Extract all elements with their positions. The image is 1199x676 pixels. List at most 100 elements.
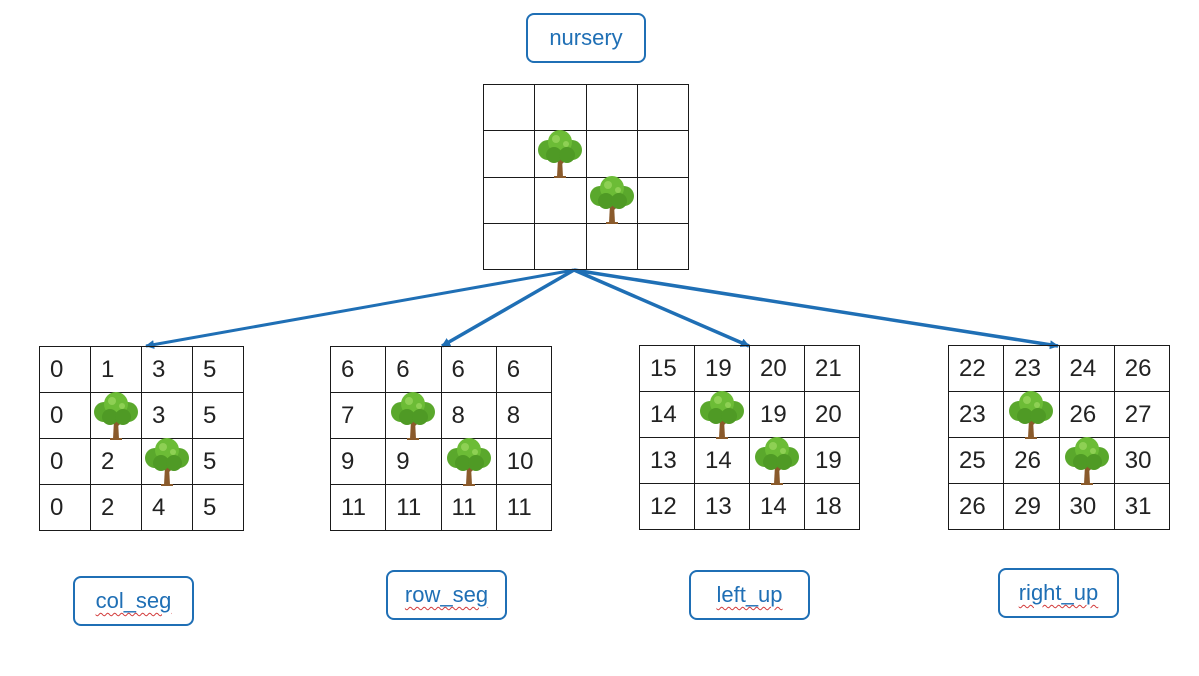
grid-cell	[694, 390, 750, 439]
grid-cell: 13	[694, 483, 750, 530]
grid-cell: 26	[1113, 345, 1171, 392]
grid-cell	[482, 83, 536, 132]
grid-cell: 14	[694, 437, 750, 484]
cell-value: 0	[50, 447, 64, 475]
grid-cell: 7	[329, 392, 387, 439]
cell-value: 14	[650, 400, 677, 428]
cell-value: 8	[506, 401, 521, 429]
arrow-to-right-up	[573, 268, 1059, 350]
grid-cell: 11	[329, 484, 387, 531]
grid-cell: 18	[804, 483, 860, 530]
grid-cell: 27	[1113, 391, 1171, 438]
grid-cell	[1058, 436, 1115, 485]
arrow-to-col-seg	[145, 268, 575, 350]
cell-value: 13	[650, 446, 677, 474]
tree-icon	[589, 176, 634, 225]
col-seg-label-text: col_seg	[95, 588, 172, 613]
grid-cell: 9	[385, 438, 442, 485]
grid-cell: 0	[39, 346, 91, 393]
cell-value: 5	[203, 401, 217, 429]
grid-cell: 6	[495, 346, 553, 393]
grid-cell: 20	[749, 345, 805, 392]
cell-value: 1	[101, 355, 115, 383]
cell-value: 24	[1069, 354, 1097, 382]
cell-value: 11	[451, 493, 477, 521]
cell-value: 13	[705, 492, 732, 520]
grid-row: 14 19 20	[639, 390, 860, 439]
grid-cell	[636, 176, 690, 224]
grid-cell: 30	[1113, 437, 1171, 484]
grid-cell: 8	[495, 392, 553, 439]
tree-icon	[145, 437, 189, 486]
grid-cell	[585, 176, 638, 225]
col-seg-label: col_seg	[73, 576, 194, 626]
row-seg-label-text: row_seg	[404, 582, 489, 607]
grid-cell: 19	[694, 345, 750, 392]
cell-value: 3	[152, 355, 166, 383]
cell-value: 23	[959, 400, 986, 428]
cell-value: 26	[959, 492, 986, 520]
grid-cell: 3	[141, 346, 193, 393]
cell-value: 5	[203, 355, 217, 383]
cell-value: 6	[396, 355, 410, 383]
grid-cell: 9	[329, 438, 387, 485]
grid-cell: 19	[749, 391, 805, 438]
cell-value: 6	[341, 355, 355, 383]
grid-cell	[585, 130, 638, 178]
cell-value: 0	[50, 493, 64, 521]
grid-cell	[141, 437, 193, 486]
tree-icon	[391, 391, 436, 440]
cell-value: 26	[1069, 400, 1097, 428]
grid-cell: 6	[440, 346, 497, 393]
grid-cell: 14	[749, 483, 805, 530]
tree-icon	[538, 129, 583, 178]
grid-cell: 11	[385, 484, 442, 531]
grid-row	[482, 222, 690, 271]
grid-cell	[482, 130, 536, 178]
cell-value: 30	[1124, 446, 1152, 474]
right-up-label: right_up	[998, 568, 1119, 618]
grid-cell	[482, 222, 536, 271]
cell-value: 3	[152, 401, 166, 429]
grid-cell	[585, 222, 638, 271]
cell-value: 19	[705, 354, 732, 382]
grid-cell: 26	[1058, 391, 1115, 438]
right-up-label-text: right_up	[1018, 580, 1099, 605]
grid-row: 13 14 19	[639, 436, 860, 485]
tree-icon	[94, 391, 138, 440]
grid-cell: 26	[947, 483, 1005, 530]
cell-value: 20	[760, 354, 787, 382]
cell-value: 20	[815, 400, 842, 428]
tree-icon	[446, 437, 491, 486]
cell-value: 8	[451, 401, 465, 429]
grid-cell: 31	[1113, 483, 1171, 530]
cell-value: 19	[815, 446, 842, 474]
cell-value: 0	[50, 401, 64, 429]
cell-value: 9	[396, 447, 410, 475]
cell-value: 5	[203, 447, 217, 475]
grid-row: 0 3 5	[39, 391, 244, 440]
grid-cell	[534, 83, 587, 132]
cell-value: 19	[760, 400, 787, 428]
cell-value: 4	[152, 493, 166, 521]
grid-cell: 23	[947, 391, 1005, 438]
grid-cell	[534, 176, 587, 224]
grid-cell: 0	[39, 484, 91, 531]
grid-row: 23 26 27	[947, 390, 1171, 439]
grid-cell: 20	[804, 391, 860, 438]
grid-row	[482, 83, 690, 132]
grid-cell: 24	[1058, 345, 1115, 392]
cell-value: 7	[341, 401, 355, 429]
cell-value: 0	[50, 355, 64, 383]
grid-cell	[482, 176, 536, 224]
grid-cell	[1003, 390, 1060, 439]
grid-cell	[636, 130, 690, 178]
grid-cell: 21	[804, 345, 860, 392]
grid-row	[482, 129, 690, 178]
grid-row: 7 8 8	[329, 391, 553, 440]
grid-cell	[440, 437, 497, 486]
